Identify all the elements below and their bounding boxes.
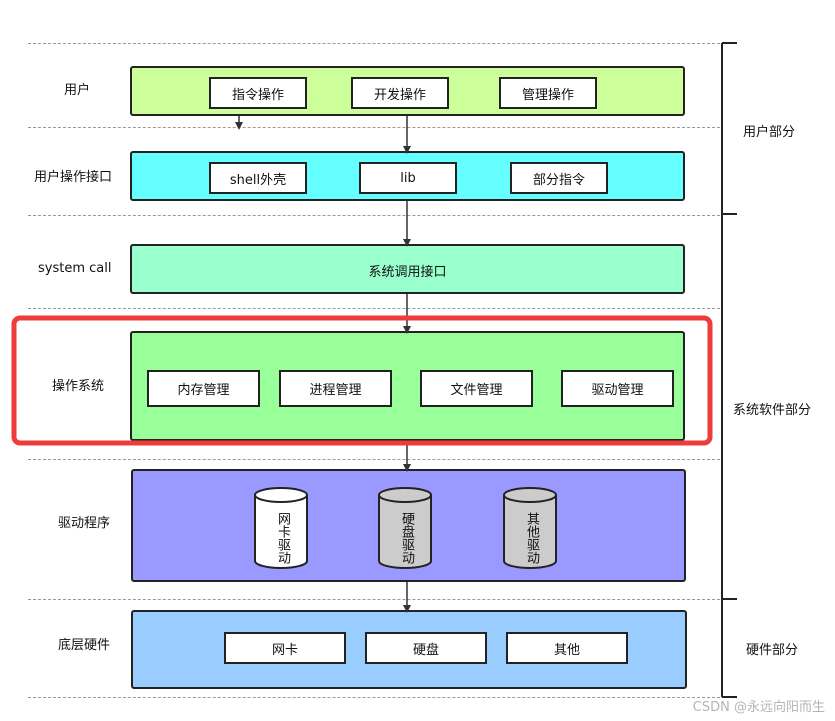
box-driver-management: 驱动管理 [561, 370, 674, 407]
right-label-system-software-part: 系统软件部分 [733, 403, 812, 418]
layer-label-hardware: 底层硬件 [58, 638, 111, 653]
layer-hardware: 网卡 硬盘 其他 [131, 610, 687, 689]
system-call-interface-text: 系统调用接口 [368, 265, 447, 280]
right-label-user-part: 用户部分 [743, 125, 796, 140]
os-highlight-frame [11, 315, 713, 446]
separator-line [28, 215, 720, 216]
cylinder-label-network-driver: 网卡驱动 [275, 512, 290, 564]
right-label-hardware-part: 硬件部分 [746, 643, 799, 658]
separator-line [28, 459, 720, 460]
layer-label-user-interface: 用户操作接口 [34, 170, 113, 185]
layer-label-user: 用户 [64, 83, 91, 98]
layer-os: 内存管理 进程管理 文件管理 驱动管理 [130, 331, 685, 441]
separator-line [28, 127, 720, 128]
layer-user: 指令操作 开发操作 管理操作 [130, 66, 685, 116]
layer-label-system-call: system call [38, 261, 112, 276]
layer-label-driver: 驱动程序 [58, 516, 111, 531]
box-shell: shell外壳 [209, 162, 307, 194]
cylinder-label-disk-driver: 硬盘驱动 [399, 512, 414, 564]
separator-line [28, 599, 720, 600]
layer-label-os: 操作系统 [52, 379, 105, 394]
box-file-management: 文件管理 [420, 370, 533, 407]
box-development-operation: 开发操作 [351, 77, 449, 109]
box-memory-management: 内存管理 [147, 370, 260, 407]
cylinder-other-driver [503, 487, 557, 569]
box-command-operation: 指令操作 [209, 77, 307, 109]
watermark: CSDN @永远向阳而生 [692, 700, 825, 715]
separator-line [28, 308, 720, 309]
box-management-operation: 管理操作 [499, 77, 597, 109]
box-process-management: 进程管理 [279, 370, 392, 407]
box-lib: lib [359, 162, 457, 194]
separator-line [28, 43, 720, 44]
box-other: 其他 [506, 632, 628, 664]
box-partial-commands: 部分指令 [510, 162, 608, 194]
cylinder-disk-driver [378, 487, 432, 569]
cylinder-label-other-driver: 其他驱动 [524, 512, 539, 564]
separator-line [28, 697, 720, 698]
box-hard-disk: 硬盘 [365, 632, 487, 664]
cylinder-network-driver [254, 487, 308, 569]
box-network-card: 网卡 [224, 632, 346, 664]
